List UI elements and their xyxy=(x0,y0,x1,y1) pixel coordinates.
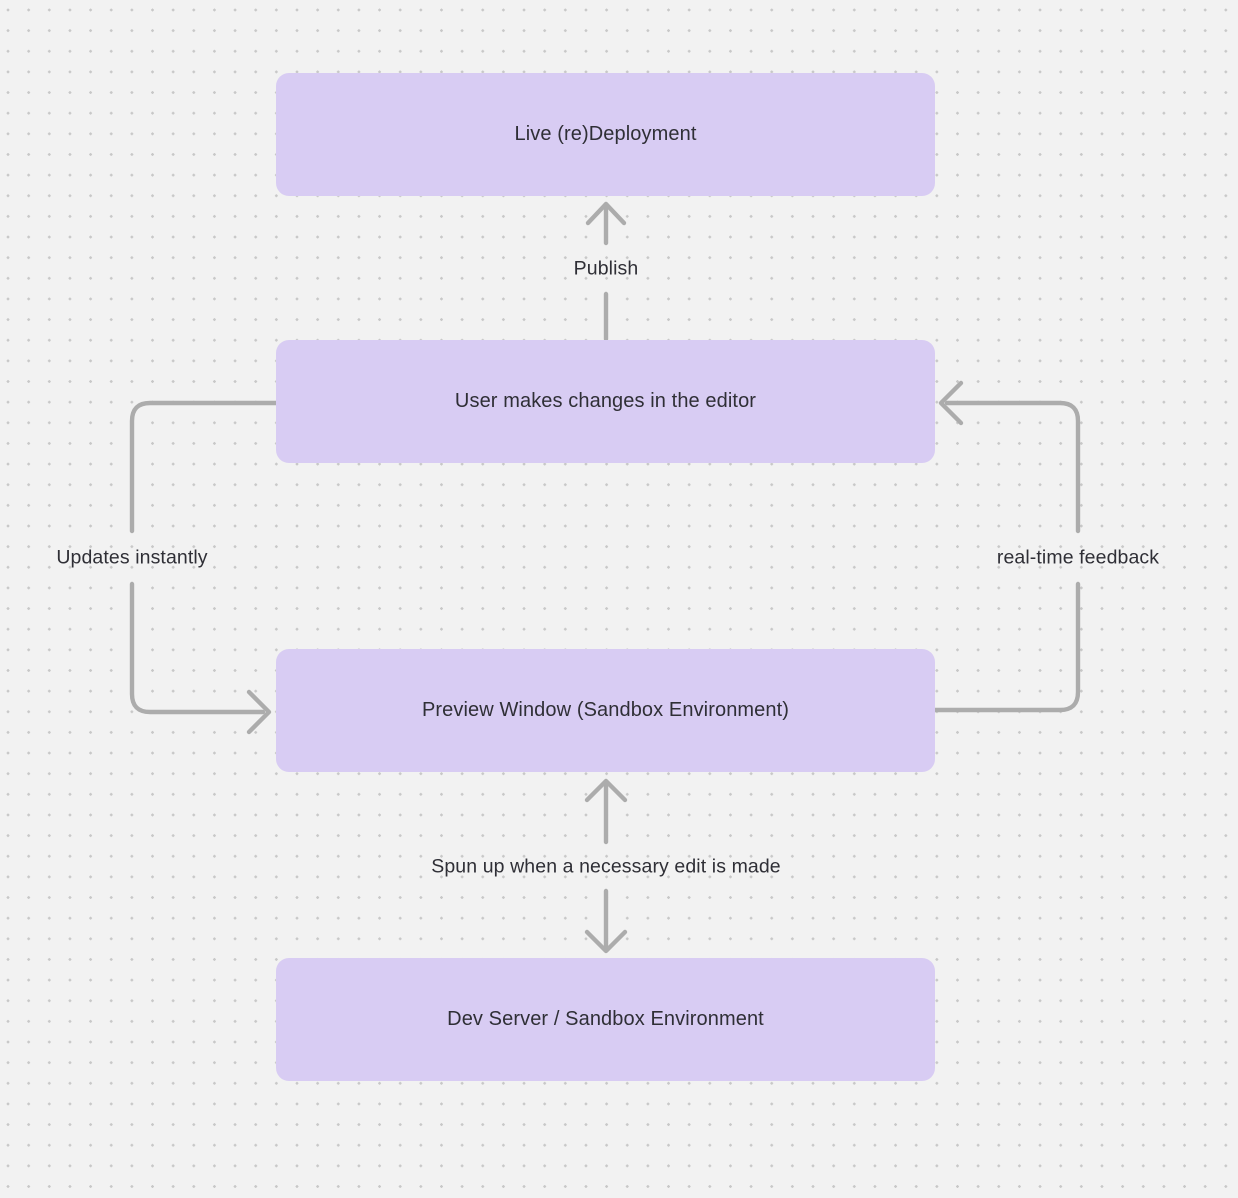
node-preview-window: Preview Window (Sandbox Environment) xyxy=(276,649,935,772)
node-user-editor-label: User makes changes in the editor xyxy=(454,390,757,412)
arrowhead-left-icon xyxy=(938,380,964,426)
arrowhead-up-icon xyxy=(584,778,628,803)
arrowhead-down-icon xyxy=(584,929,628,954)
node-live-redeployment: Live (re)Deployment xyxy=(276,73,935,196)
edge-label-updates-instantly: Updates instantly xyxy=(56,546,208,569)
edge-label-spun-up: Spun up when a necessary edit is made xyxy=(431,855,781,878)
edge-label-publish: Publish xyxy=(573,257,639,280)
edge-label-realtime-feedback: real-time feedback xyxy=(996,546,1160,569)
node-preview-window-label: Preview Window (Sandbox Environment) xyxy=(421,699,790,721)
arrowhead-right-icon xyxy=(246,689,272,735)
node-dev-server-label: Dev Server / Sandbox Environment xyxy=(447,1008,764,1030)
node-live-redeployment-label: Live (re)Deployment xyxy=(514,123,697,145)
node-user-editor: User makes changes in the editor xyxy=(276,340,935,463)
node-dev-server: Dev Server / Sandbox Environment xyxy=(276,958,935,1081)
arrowhead-up-icon xyxy=(585,201,627,226)
